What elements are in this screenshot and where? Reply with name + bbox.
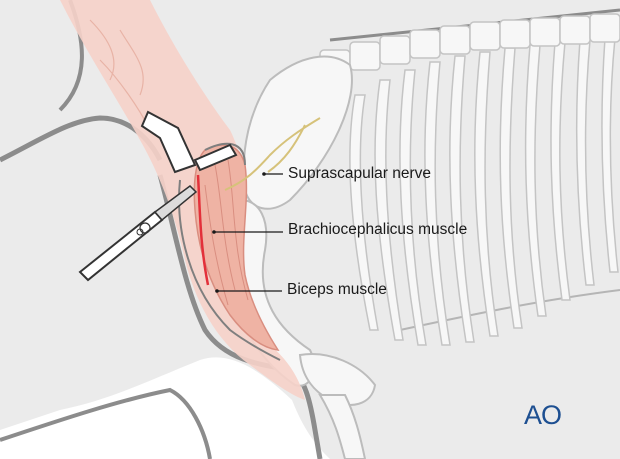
suprascapular-nerve — [224, 117, 321, 191]
label-suprascapular-nerve: Suprascapular nerve — [288, 165, 432, 182]
elbow-joint — [298, 353, 377, 406]
muscle-exposed — [193, 144, 280, 351]
belly-outline — [399, 289, 620, 331]
lower-leg-outline — [0, 387, 212, 459]
leader-lines — [214, 173, 283, 292]
label-biceps-muscle: Biceps muscle — [287, 281, 387, 298]
leg-outline — [157, 174, 323, 459]
rib-cage — [349, 37, 619, 346]
leader-dots — [212, 172, 266, 293]
ao-logo: AO — [524, 400, 562, 430]
scalpel-icon — [78, 185, 198, 282]
forearm — [318, 394, 367, 459]
muscle-fibers — [204, 159, 249, 306]
incision-line — [196, 174, 210, 286]
label-brachiocephalicus-muscle: Brachiocephalicus muscle — [288, 221, 468, 238]
retractor-icon — [140, 110, 238, 174]
incision-edge — [178, 142, 281, 361]
